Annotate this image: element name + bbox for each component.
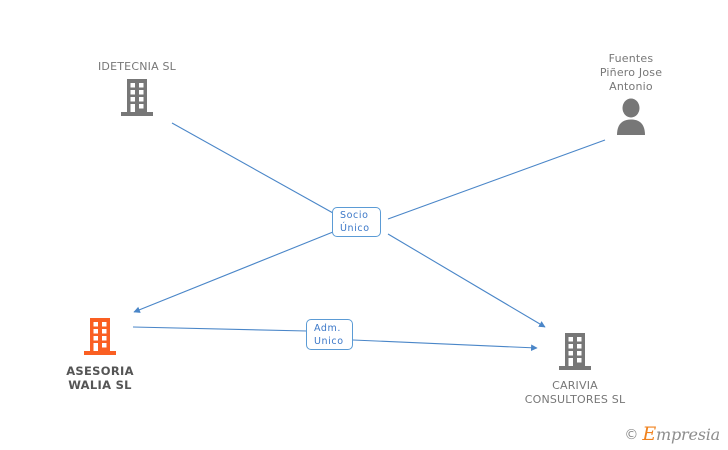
node-fuentes-label: Fuentes Piñero Jose Antonio [599, 52, 663, 93]
node-asesoria-label: ASESORIA WALIA SL [66, 364, 134, 392]
building-icon [557, 331, 593, 375]
building-icon [82, 316, 118, 360]
empresia-logo-rest: mpresia [656, 425, 720, 444]
edge-fuentes-to-socio [387, 139, 606, 220]
person-icon [614, 97, 648, 139]
empresia-watermark: © Empresia [624, 425, 720, 444]
empresia-logo-initial: E [642, 423, 656, 445]
edge-idetecnia-to-socio [171, 122, 334, 214]
edge-socio-to-asesoria [133, 231, 334, 313]
edge-adm-to-carivia [352, 339, 538, 352]
node-idetecnia[interactable]: IDETECNIA SL [62, 60, 212, 121]
edge-asesoria-to-adm [132, 326, 308, 332]
node-carivia-consultores-sl[interactable]: CARIVIA CONSULTORES SL [500, 331, 650, 407]
node-asesoria-walia-sl[interactable]: ASESORIA WALIA SL [25, 316, 175, 392]
node-idetecnia-label: IDETECNIA SL [97, 60, 177, 73]
copyright-icon: © [624, 426, 639, 443]
node-fuentes-pinero-jose-antonio[interactable]: Fuentes Piñero Jose Antonio [556, 52, 706, 139]
relation-label-socio-unico[interactable]: Socio Único [332, 207, 387, 243]
empresia-logo: Empresia [642, 425, 720, 444]
building-icon [119, 77, 155, 121]
relation-label-adm-unico[interactable]: Adm. Unico [306, 319, 353, 350]
edge-socio-to-carivia [387, 233, 546, 328]
node-carivia-label: CARIVIA CONSULTORES SL [524, 379, 626, 406]
